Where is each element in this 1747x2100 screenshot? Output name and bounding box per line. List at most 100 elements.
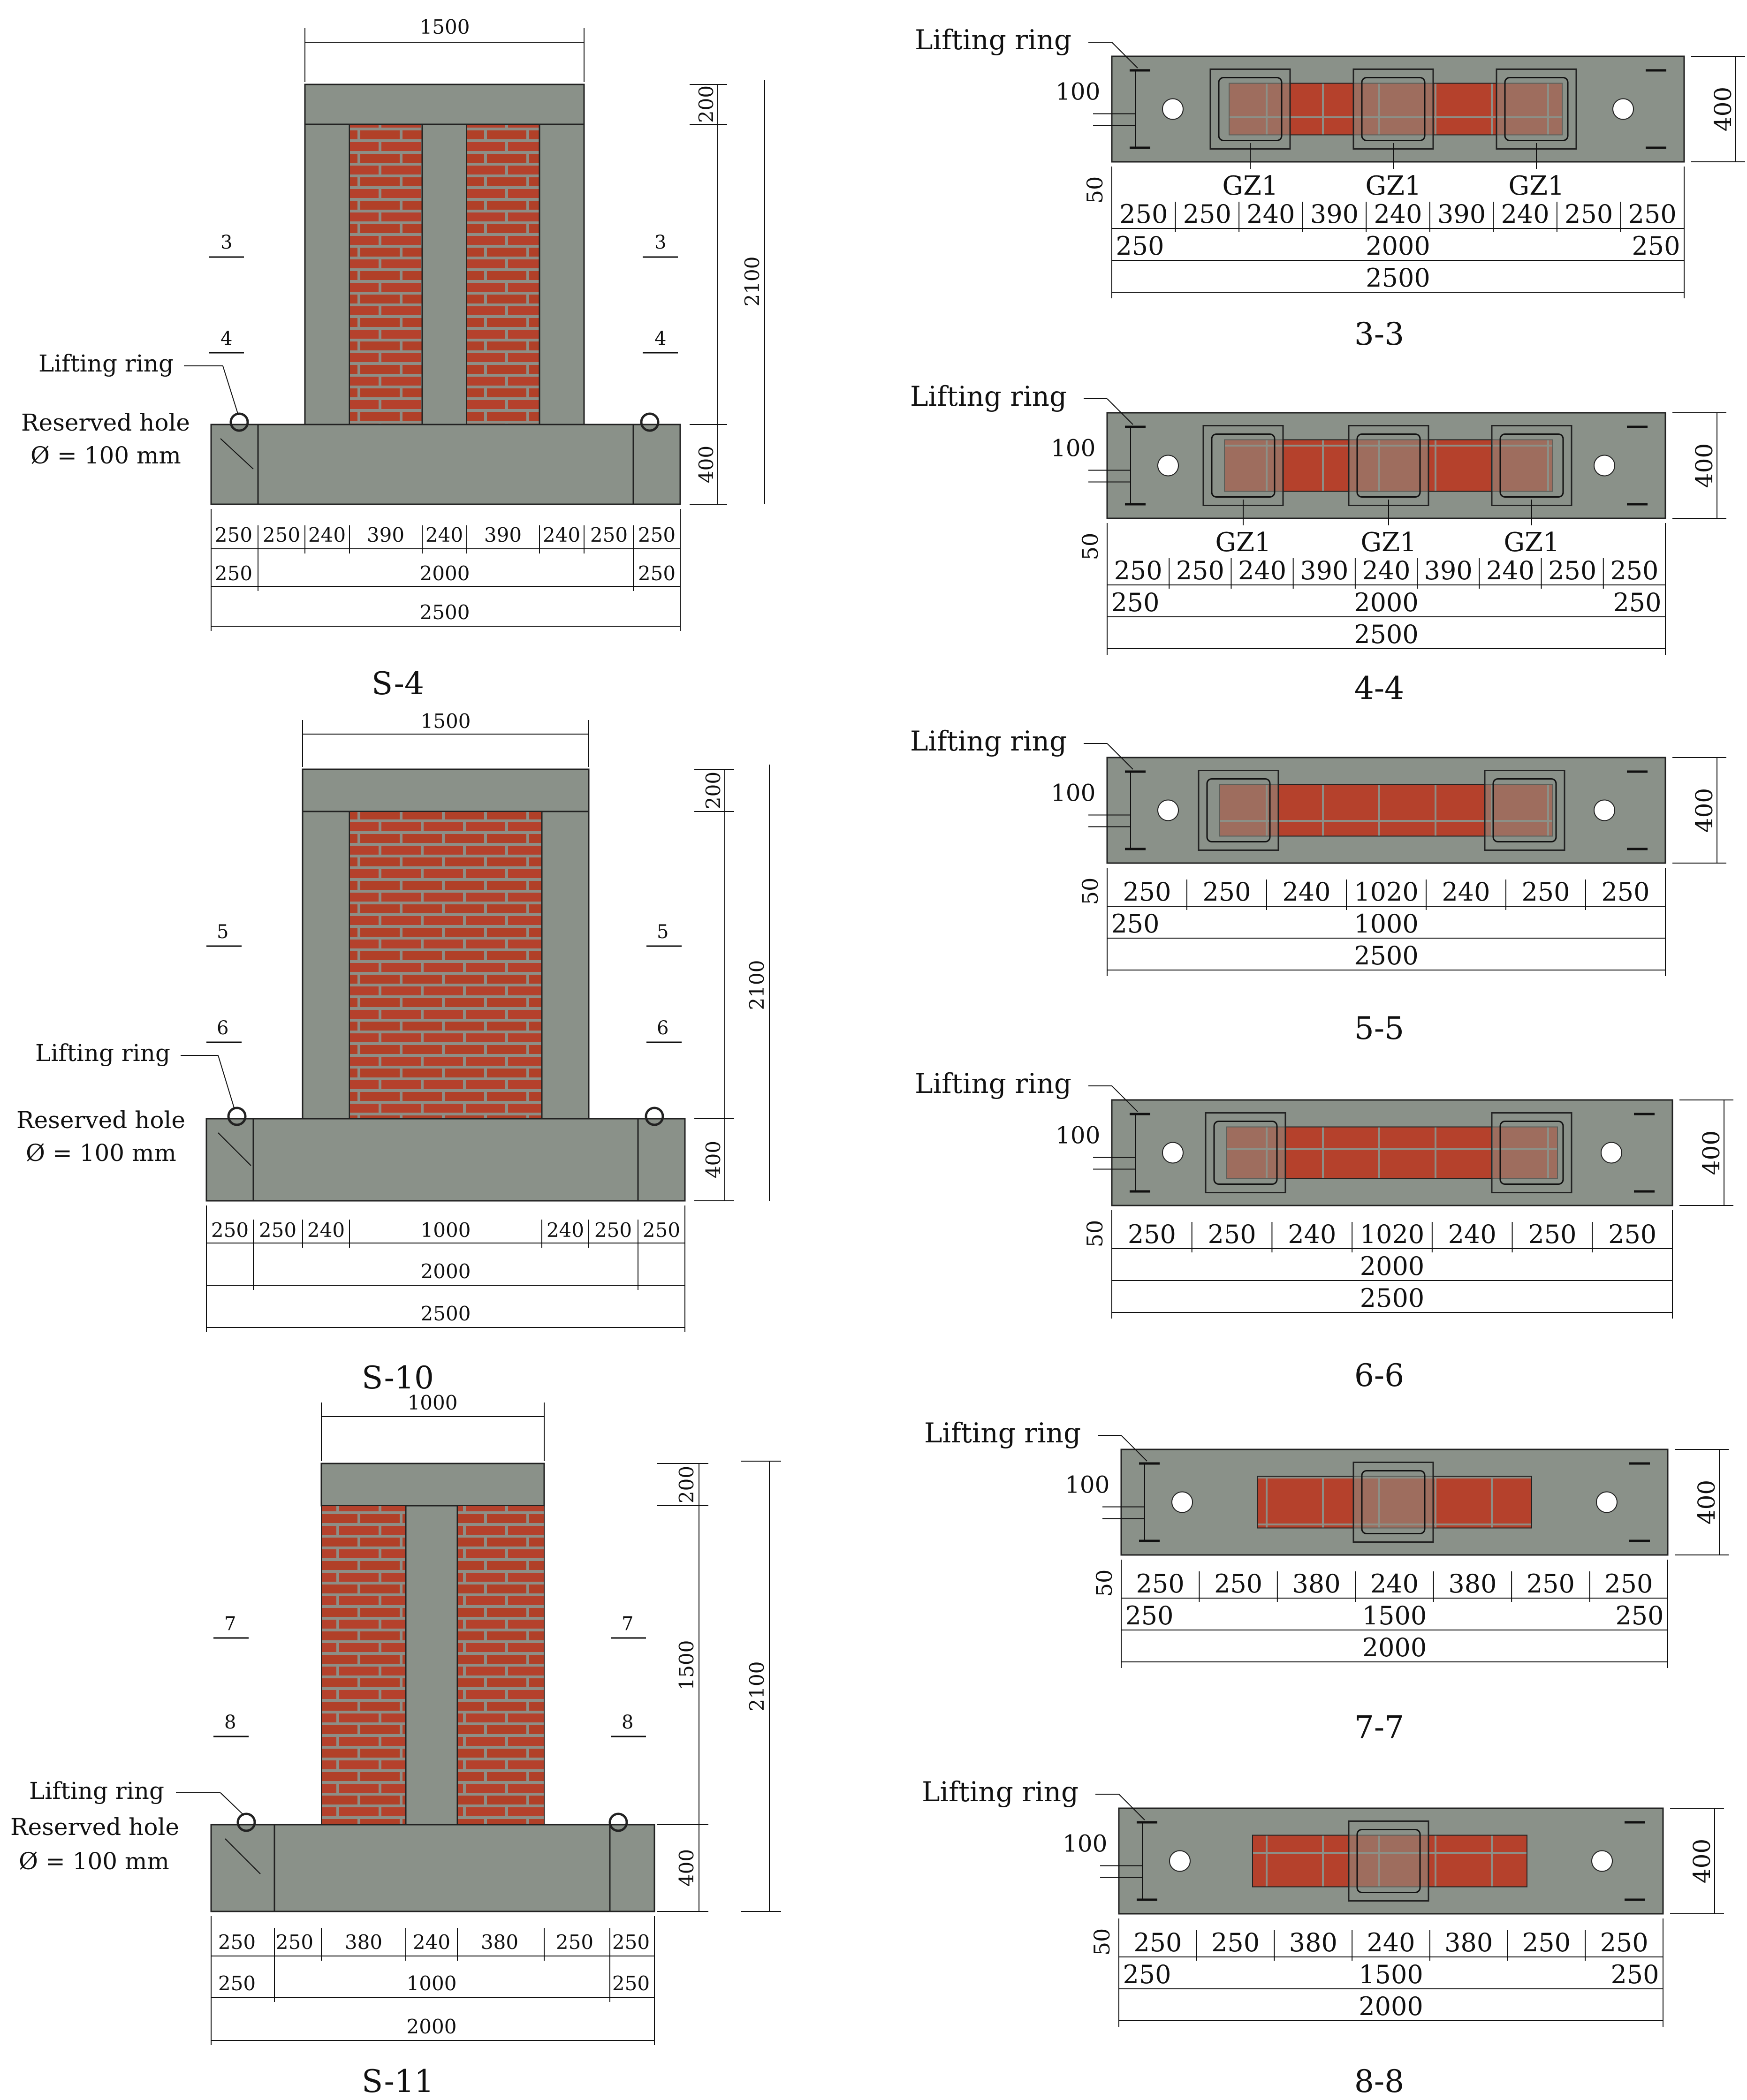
dim-value: 250 [1133, 1928, 1182, 1957]
dim-value: 250 [1202, 877, 1251, 907]
dim-400: 400 [1691, 443, 1718, 488]
dim-50: 50 [1082, 1220, 1108, 1248]
dim-label: Lifting ring [35, 1039, 170, 1067]
brick-infill-left [321, 1505, 406, 1825]
dim-value: 240 [1288, 1220, 1336, 1249]
dim-label: 250 [211, 1219, 249, 1242]
label-gz1: GZ1 [1504, 527, 1559, 558]
dim-value: 240 [1442, 877, 1490, 907]
reserved-hole-icon [1171, 1491, 1193, 1513]
dim-label: 380 [345, 1931, 382, 1954]
reserved-hole-icon [1162, 1142, 1184, 1164]
reserved-hole-icon [1157, 799, 1179, 821]
dim-value: 240 [1448, 1220, 1496, 1249]
label-lifting-ring: Lifting ring [915, 24, 1071, 56]
section-title: 7-7 [1354, 1709, 1404, 1745]
reserved-hole-icon [1169, 1850, 1191, 1872]
dim-value: 2500 [1360, 1283, 1424, 1313]
dim-value: 240 [1370, 1569, 1419, 1599]
dim-value: 250 [1610, 556, 1658, 585]
dim-value: 250 [1183, 199, 1231, 229]
dim-value: 250 [1114, 556, 1162, 585]
label-reserved-hole: Reserved hole [21, 409, 190, 436]
dim-value: 2500 [1354, 620, 1418, 649]
dim-label: 2500 [420, 601, 470, 624]
reserved-hole-icon [1594, 455, 1615, 477]
dim-label: 390 [367, 523, 404, 546]
dim-value: 1020 [1360, 1220, 1424, 1249]
column-plan [1491, 425, 1572, 506]
dim-label: Ø = 100 mm [26, 1139, 176, 1167]
dim-label: 250 [638, 523, 676, 546]
dim-right-top: 200 [695, 85, 718, 123]
label-gz1: GZ1 [1215, 527, 1271, 558]
label-gz1: GZ1 [1365, 171, 1421, 201]
dim-label: 2000 [420, 562, 470, 585]
dim-label: 250 [259, 1219, 296, 1242]
dim-50: 50 [1078, 533, 1103, 561]
dim-label: 1000 [421, 1219, 471, 1242]
dim-label: 2000 [421, 1260, 471, 1283]
dim-value: 380 [1444, 1928, 1493, 1957]
dim-label: 250 [612, 1972, 650, 1995]
dim-label: 8 [224, 1712, 236, 1733]
reserved-hole-icon [1157, 455, 1179, 477]
dim-label: 250 [263, 523, 300, 546]
dim-right-bottom: 400 [695, 446, 718, 483]
dim-400: 400 [1688, 1839, 1716, 1883]
dim-label: S-10 [362, 1360, 434, 1396]
column-plan [1352, 68, 1434, 150]
dim-label: 240 [307, 1219, 345, 1242]
bottom-dims: 250 250 240 1000 240 250 250 2000 2500 [206, 1205, 685, 1332]
bottom-dims: 250 250 380 240 380 250 250 250 1000 250… [211, 1916, 655, 2045]
dim-value: 250 [1208, 1220, 1256, 1249]
brick-infill [349, 811, 542, 1119]
dim-50: 50 [1082, 176, 1108, 204]
dim-label: 2500 [421, 1302, 471, 1325]
dim-label: 8 [622, 1712, 633, 1733]
dim-label: 7 [224, 1613, 236, 1635]
dim-label: 1000 [408, 1391, 458, 1414]
dim-value: 250 [1604, 1569, 1653, 1599]
dim-label: 6 [657, 1017, 668, 1039]
dim-value: 240 [1362, 556, 1410, 585]
label-lifting-ring: Lifting ring [910, 380, 1067, 412]
dim-label: 2100 [745, 1661, 768, 1712]
dim-label: Lifting ring [29, 1777, 164, 1804]
dim-value: 240 [1486, 556, 1534, 585]
section-title: 4-4 [1354, 670, 1404, 706]
dim-label: 1000 [407, 1972, 457, 1995]
dim-value: 250 [1211, 1928, 1260, 1957]
dim-label: 390 [484, 523, 522, 546]
lifting-ring-icon [236, 1812, 256, 1832]
dim-label: 250 [276, 1931, 313, 1954]
reserved-hole-icon [1596, 1491, 1618, 1513]
dim-100: 100 [1056, 78, 1100, 106]
column-plan [1352, 1462, 1434, 1543]
dim-label: 400 [675, 1849, 698, 1887]
dim-value: 2000 [1362, 1633, 1427, 1662]
dim-value: 2000 [1354, 588, 1418, 617]
label-lifting-ring: Lifting ring [915, 1068, 1071, 1099]
dim-label: 380 [481, 1931, 518, 1954]
dim-100: 100 [1051, 780, 1095, 807]
dim-label: 250 [643, 1219, 680, 1242]
dim-value: 250 [1136, 1569, 1185, 1599]
brick-infill-left [349, 124, 423, 425]
dim-label: Reserved hole [10, 1813, 179, 1841]
dim-top: 1500 [420, 15, 470, 38]
lifting-ring-icon [608, 1812, 628, 1832]
label-lifting-ring: Lifting ring [924, 1417, 1081, 1449]
dim-label: 2000 [407, 2015, 457, 2038]
dim-value: 1500 [1362, 1601, 1427, 1630]
dim-value: 250 [1119, 199, 1168, 229]
section-mark: 4 [220, 328, 232, 349]
dim-label: 5 [657, 921, 668, 943]
lifting-ring-icon [645, 1107, 664, 1126]
reserved-hole-icon [1162, 98, 1184, 120]
dim-50: 50 [1089, 1928, 1115, 1956]
dim-label: 250 [215, 523, 252, 546]
